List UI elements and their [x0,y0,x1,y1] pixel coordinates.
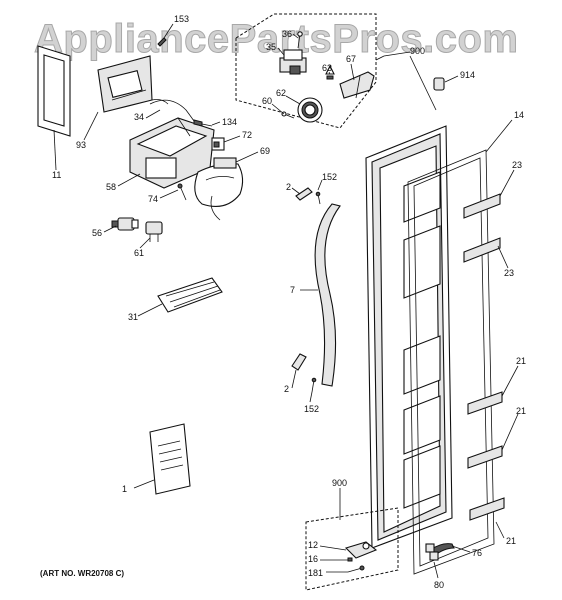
callout-11: 11 [52,170,61,180]
callout-36: 36 [282,29,292,39]
callout-31: 31 [128,312,138,322]
part-21-bin-b[interactable] [467,445,503,469]
callout-labels: 153 36 35 900 914 63 67 62 60 14 34 93 1… [52,14,526,590]
callout-14: 14 [514,110,524,120]
part-134-screw[interactable] [193,119,213,127]
callout-152-bottom: 152 [304,404,319,414]
leader-lines [53,23,519,579]
callout-900-top: 900 [410,46,425,56]
callout-74: 74 [148,194,158,204]
part-35-bracket[interactable] [279,49,307,75]
callout-69: 69 [260,146,270,156]
part-31-duct[interactable] [157,277,223,313]
callout-23-mid: 23 [504,268,514,278]
watermark-text: AppliancePartsPros.com [34,17,519,61]
part-67-bracket[interactable] [339,71,375,99]
callout-21-a: 21 [516,356,526,366]
part-11-gasket-frame[interactable] [37,45,71,137]
part-61-motor[interactable] [145,221,163,242]
callout-58: 58 [106,182,116,192]
callout-80: 80 [434,580,444,590]
group-box-hinge-parts [305,507,399,591]
callout-152-top: 152 [322,172,337,182]
part-72-switch[interactable] [211,137,225,151]
part-900-door[interactable] [365,125,453,549]
part-23-bin-mid[interactable] [463,237,501,263]
callout-2-bottom: 2 [284,384,289,394]
part-93-board[interactable] [97,55,153,113]
callout-900-bottom: 900 [332,478,347,488]
callout-56: 56 [92,228,102,238]
part-12-hinge-bracket[interactable] [344,541,378,559]
part-58-housing[interactable] [129,117,215,189]
part-2-handle-cap-top[interactable] [295,187,313,201]
part-69-chute-door[interactable] [194,157,244,221]
group-box-ice-maker-parts [235,13,377,129]
part-152-screw-top[interactable] [315,191,321,205]
callout-12: 12 [308,540,318,550]
part-7-handle[interactable] [314,203,341,387]
part-2-handle-cap-bottom[interactable] [291,353,307,371]
callout-76: 76 [472,548,482,558]
part-80-bushing[interactable] [425,543,439,561]
callout-23-top: 23 [512,160,522,170]
part-36-screw[interactable] [297,31,303,49]
part-181-screw[interactable] [347,565,365,573]
callout-61: 61 [134,248,144,258]
part-56-fitting[interactable] [111,217,139,231]
callout-2-top: 2 [286,182,291,192]
art-number-label: (ART NO. WR20708 C) [40,569,124,578]
callout-63: 63 [322,63,332,73]
callout-1: 1 [122,484,127,494]
part-16-washer[interactable] [347,557,353,562]
callout-35: 35 [266,42,276,52]
part-34-cable[interactable] [149,99,197,125]
callout-16: 16 [308,554,318,564]
callout-7: 7 [290,285,295,295]
part-152-screw-bottom[interactable] [311,377,317,393]
part-153-screw[interactable] [157,37,167,47]
callout-134: 134 [222,117,237,127]
callout-181: 181 [308,568,323,578]
callout-21-c: 21 [506,536,516,546]
callout-72: 72 [242,130,252,140]
part-23-bin-top[interactable] [463,193,501,219]
callout-21-b: 21 [516,406,526,416]
callout-34: 34 [134,112,144,122]
callout-914: 914 [460,70,475,80]
callout-62: 62 [276,88,286,98]
part-1-manual[interactable] [149,423,191,495]
callout-67: 67 [346,54,356,64]
part-14-gasket[interactable] [407,149,495,575]
part-21-bin-a[interactable] [467,391,503,415]
callout-153: 153 [174,14,189,24]
callout-60: 60 [262,96,272,106]
part-62-ring[interactable] [297,97,323,123]
part-21-bin-c[interactable] [469,497,505,521]
part-74-screw[interactable] [177,183,187,201]
callout-93: 93 [76,140,86,150]
part-914-cap[interactable] [433,77,445,91]
